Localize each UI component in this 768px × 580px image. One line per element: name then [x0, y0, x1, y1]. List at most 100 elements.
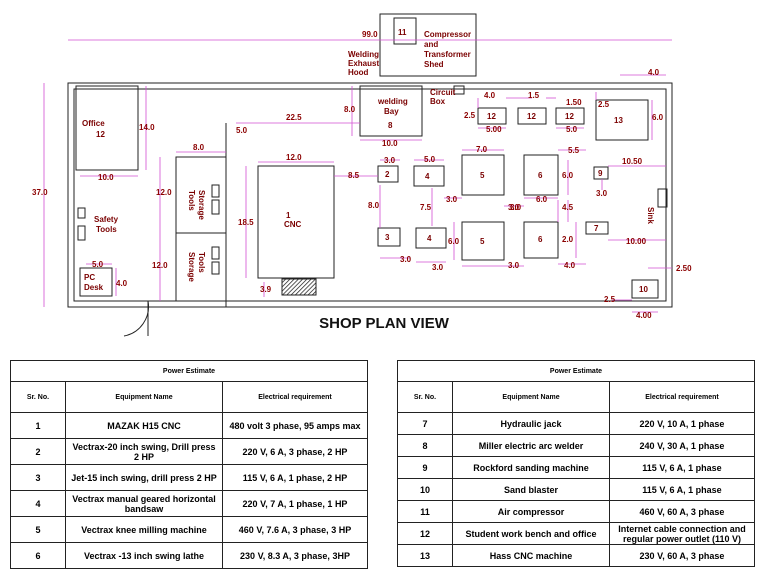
- svg-text:4.00: 4.00: [636, 311, 652, 320]
- col-header: Sr. No.: [10, 381, 66, 413]
- compressor-shed: [379, 13, 477, 77]
- table-cell: Vectrax manual geared horizontal bandsaw: [65, 490, 223, 517]
- machine-3: [377, 227, 401, 247]
- svg-text:5.00: 5.00: [486, 125, 502, 134]
- svg-text:Sink: Sink: [646, 207, 655, 224]
- svg-text:3.9: 3.9: [260, 285, 272, 294]
- svg-text:Office: Office: [82, 119, 105, 128]
- table-cell: 2: [10, 438, 66, 465]
- col-header: Equipment Name: [452, 381, 610, 413]
- shop-floor-plan: 99.0 37.0 10.0 14.0 8.0 12.0 12.0 5.0 22…: [32, 13, 692, 337]
- svg-text:3.0: 3.0: [400, 255, 412, 264]
- table-cell: MAZAK H15 CNC: [65, 412, 223, 439]
- table-cell: Sand blaster: [452, 478, 610, 501]
- office-room: [75, 85, 139, 171]
- plan-title: SHOP PLAN VIEW: [319, 315, 449, 332]
- table-cell: 230 V, 60 A, 3 phase: [609, 544, 755, 567]
- svg-text:4.0: 4.0: [564, 261, 576, 270]
- svg-text:Tools: Tools: [96, 225, 117, 234]
- table-cell: 7: [397, 412, 453, 435]
- machine-5b: [461, 221, 505, 261]
- table-cell: 460 V, 60 A, 3 phase: [609, 500, 755, 523]
- svg-text:Box: Box: [430, 97, 446, 106]
- svg-text:4: 4: [427, 234, 432, 243]
- machine-9: [593, 166, 609, 180]
- svg-text:Circuit: Circuit: [430, 88, 456, 97]
- cnc-machine: [257, 165, 335, 279]
- svg-text:8.0: 8.0: [344, 105, 356, 114]
- svg-text:Tools: Tools: [197, 252, 206, 273]
- svg-text:Storage: Storage: [197, 190, 206, 220]
- table-cell: Internet cable connection and regular po…: [609, 522, 755, 545]
- svg-text:14.0: 14.0: [139, 123, 155, 132]
- svg-text:2.0: 2.0: [562, 235, 574, 244]
- table-cell: Jet-15 inch swing, drill press 2 HP: [65, 464, 223, 491]
- svg-text:Safety: Safety: [94, 215, 119, 224]
- table-cell: 115 V, 6 A, 1 phase, 2 HP: [222, 464, 368, 491]
- svg-text:12: 12: [96, 130, 105, 139]
- table-cell: 3: [10, 464, 66, 491]
- welding-bay: [359, 85, 423, 137]
- svg-text:4.0: 4.0: [648, 68, 660, 77]
- svg-text:PC: PC: [84, 273, 95, 282]
- table-cell: 11: [397, 500, 453, 523]
- machine-2: [377, 165, 399, 183]
- power-estimate-table-2: Power Estimate Sr. No. Equipment Name El…: [397, 360, 755, 567]
- svg-text:4.0: 4.0: [484, 91, 496, 100]
- svg-text:and: and: [424, 40, 438, 49]
- power-estimate-table-1: Power Estimate Sr. No. Equipment Name El…: [10, 360, 368, 569]
- svg-text:4.0: 4.0: [116, 279, 128, 288]
- table-cell: 4: [10, 490, 66, 517]
- svg-text:7.0: 7.0: [476, 145, 488, 154]
- svg-text:8.0: 8.0: [368, 201, 380, 210]
- svg-text:4: 4: [425, 172, 430, 181]
- svg-text:12: 12: [527, 112, 536, 121]
- svg-text:22.5: 22.5: [286, 113, 302, 122]
- table-caption: Power Estimate: [397, 360, 755, 382]
- table-cell: 10: [397, 478, 453, 501]
- svg-text:13: 13: [614, 116, 623, 125]
- table-cell: Hydraulic jack: [452, 412, 610, 435]
- machine-4b: [415, 227, 447, 249]
- svg-text:8.0: 8.0: [193, 143, 205, 152]
- svg-text:6: 6: [538, 235, 543, 244]
- svg-text:3.0: 3.0: [596, 189, 608, 198]
- table-cell: 115 V, 6 A, 1 phase: [609, 456, 755, 479]
- svg-text:Shed: Shed: [424, 60, 444, 69]
- svg-text:2.5: 2.5: [598, 100, 610, 109]
- svg-text:99.0: 99.0: [362, 30, 378, 39]
- table-cell: 9: [397, 456, 453, 479]
- svg-text:3.0: 3.0: [508, 203, 520, 212]
- svg-text:welding: welding: [377, 97, 408, 106]
- svg-text:Exhaust: Exhaust: [348, 59, 379, 68]
- table-cell: 220 V, 10 A, 1 phase: [609, 412, 755, 435]
- svg-text:2.5: 2.5: [464, 111, 476, 120]
- svg-text:10: 10: [639, 285, 648, 294]
- svg-text:1.5: 1.5: [528, 91, 540, 100]
- pc-desk: [79, 267, 113, 297]
- machine-5a: [461, 154, 505, 196]
- machine-4a: [413, 165, 445, 187]
- svg-text:3.0: 3.0: [432, 263, 444, 272]
- col-header: Equipment Name: [65, 381, 223, 413]
- shop-inner-wall: [73, 88, 667, 302]
- svg-text:7: 7: [594, 224, 599, 233]
- svg-text:3.0: 3.0: [384, 156, 396, 165]
- table-cell: 480 volt 3 phase, 95 amps max: [222, 412, 368, 439]
- svg-text:5.0: 5.0: [424, 155, 436, 164]
- svg-text:11: 11: [398, 28, 407, 37]
- table-cell: Miller electric arc welder: [452, 434, 610, 457]
- svg-text:1: 1: [286, 211, 291, 220]
- svg-text:6.0: 6.0: [562, 171, 574, 180]
- svg-text:6.0: 6.0: [448, 237, 460, 246]
- svg-text:3.0: 3.0: [508, 261, 520, 270]
- table-cell: 230 V, 8.3 A, 3 phase, 3HP: [222, 542, 368, 569]
- shop-outer-wall: [67, 82, 673, 308]
